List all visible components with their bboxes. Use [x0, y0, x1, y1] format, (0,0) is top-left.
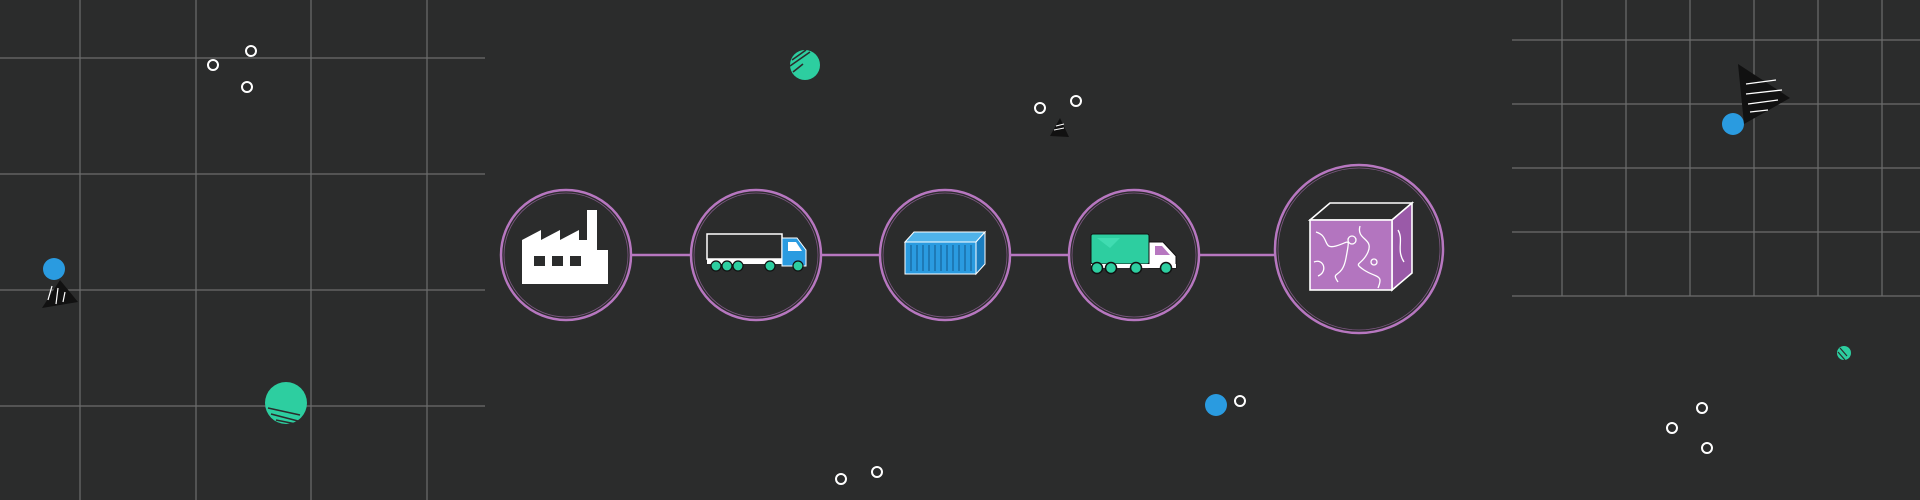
- shipping-container-icon: [903, 230, 987, 276]
- stage-shipping-container: [878, 188, 1012, 322]
- teal-blob-right: [1837, 346, 1851, 361]
- semi-truck-icon: [706, 233, 807, 272]
- stage-ring: [1067, 188, 1201, 322]
- left-grid: [0, 0, 485, 500]
- teal-blob-bottom-left: [265, 382, 307, 425]
- stage-factory: [499, 188, 633, 322]
- stage-ring: [878, 188, 1012, 322]
- package-box-icon: [1307, 201, 1415, 292]
- stage-package: [1273, 163, 1445, 335]
- stage-ring: [499, 188, 633, 322]
- decorative-blue-dots: [43, 113, 1744, 416]
- triangle-right: [1738, 64, 1790, 124]
- triangle-left: [42, 280, 78, 308]
- decorative-rings: [207, 45, 1713, 485]
- teal-blob-top: [789, 49, 820, 80]
- stage-delivery-truck: [1067, 188, 1201, 322]
- delivery-truck-icon: [1090, 233, 1177, 275]
- factory-icon: [522, 210, 608, 284]
- right-grid: [1512, 0, 1920, 297]
- stage-ring: [1273, 163, 1445, 335]
- stage-semi-truck: [689, 188, 823, 322]
- triangle-top-center: [1050, 118, 1069, 137]
- stage-ring: [689, 188, 823, 322]
